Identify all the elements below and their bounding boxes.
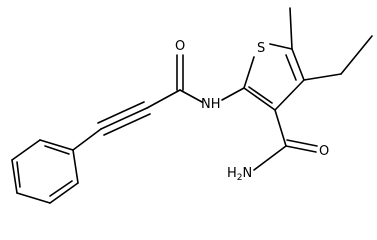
bond-triple-3 <box>103 113 151 136</box>
bond-nh-thiophene <box>221 87 245 101</box>
atom-labels: S O NH O H2N <box>175 39 329 183</box>
amide-oxygen-label: O <box>319 144 329 159</box>
bond-ring-1 <box>39 139 74 151</box>
bond-ethyl-2 <box>340 35 373 75</box>
amide-nh2-label: H2N <box>227 166 252 183</box>
amide-nh2-n: N <box>243 166 253 181</box>
bond-carbonyl-nh <box>179 89 203 103</box>
bond-c3-amide <box>274 109 287 147</box>
bond-methyl <box>289 7 293 50</box>
bond-thio-c4-c3 <box>274 79 305 111</box>
bond-thio-c5-c4 <box>291 48 305 81</box>
amide-nh2-subscript: 2 <box>237 173 243 183</box>
bond-ring-inner-1 <box>44 145 70 155</box>
bond-thio-c5-c4-inner <box>285 54 297 81</box>
bond-thio-c3-c2-inner <box>248 86 273 104</box>
bond-alkyne-carbonyl <box>146 89 181 109</box>
bond-ring-5 <box>11 159 18 194</box>
bonds <box>11 7 373 204</box>
bond-triple-1 <box>100 107 148 130</box>
bond-thio-c3-c2 <box>243 87 276 111</box>
bond-thio-c2-s <box>243 56 255 89</box>
amine-nh-label: NH <box>201 97 221 112</box>
bond-thio-s-c5 <box>269 43 293 50</box>
amide-nh2-h: H <box>227 166 237 181</box>
bond-amide-o-1 <box>285 145 317 153</box>
bond-triple-2 <box>97 101 145 124</box>
bond-ring-4 <box>16 192 51 204</box>
bond-ring-6 <box>11 139 41 161</box>
carbonyl-oxygen-label: O <box>175 39 185 54</box>
bond-ring-2 <box>72 149 79 184</box>
bond-ring-inner-3 <box>16 161 21 188</box>
bond-amide-n <box>253 145 287 171</box>
bond-ring-3 <box>49 182 79 204</box>
bond-amide-o-2 <box>286 139 318 147</box>
bond-phenyl-alkyne <box>72 128 102 151</box>
bond-ethyl-1 <box>303 73 342 81</box>
chemical-structure-diagram: S O NH O H2N <box>11 7 373 204</box>
bond-ring-inner-2 <box>49 180 73 197</box>
sulfur-label: S <box>257 41 265 56</box>
